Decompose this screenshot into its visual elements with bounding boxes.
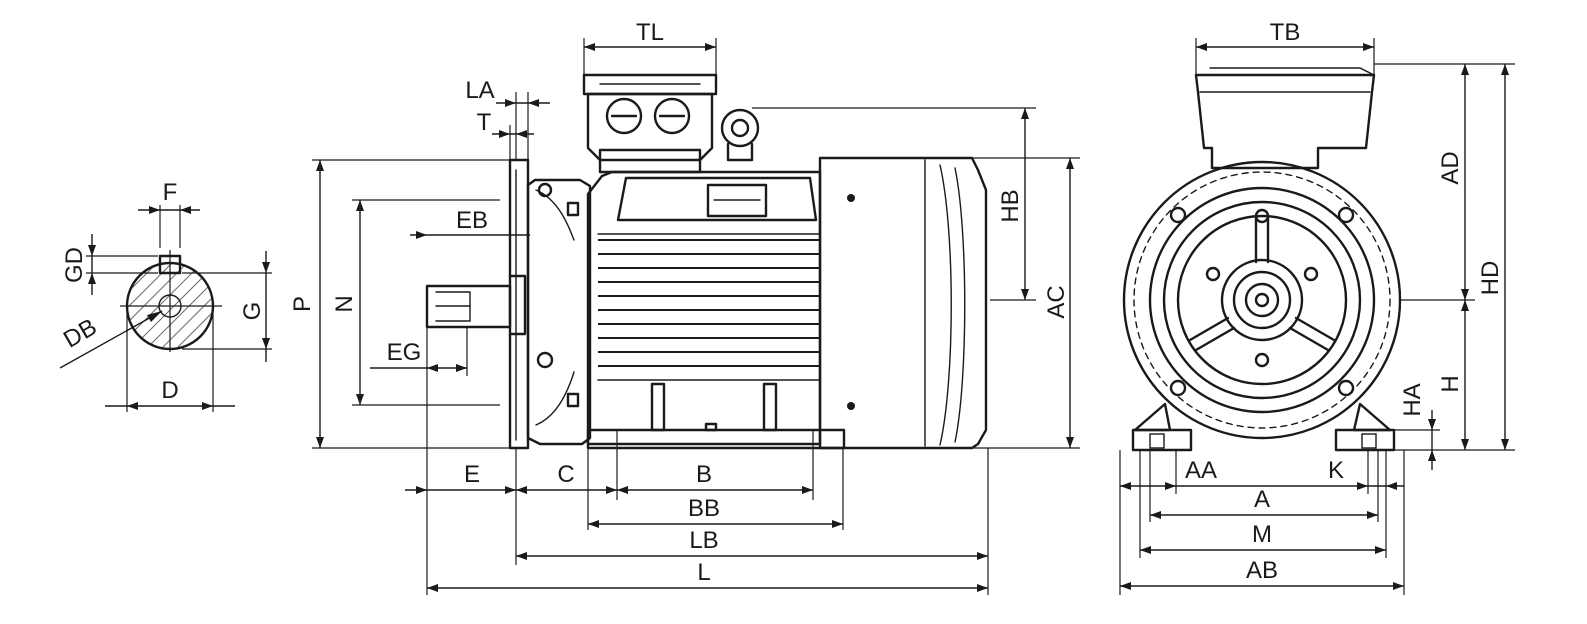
label-AD: AD xyxy=(1437,151,1464,184)
label-AB: AB xyxy=(1246,557,1278,584)
label-AA: AA xyxy=(1185,457,1217,484)
label-L: L xyxy=(697,559,710,586)
dimension-labels: F GD G DB D LA T EB P N EG E C B BB LB L… xyxy=(59,19,1504,586)
label-E: E xyxy=(464,461,480,488)
shaft-section-view xyxy=(59,205,272,412)
mounting-feet xyxy=(586,428,846,450)
label-C: C xyxy=(557,461,574,488)
label-EB: EB xyxy=(456,207,488,234)
label-F: F xyxy=(163,179,178,206)
lifting-eye xyxy=(720,108,760,148)
cable-gland-left xyxy=(605,97,643,135)
label-N: N xyxy=(331,295,358,312)
label-T: T xyxy=(477,109,492,136)
fan-cover-outer xyxy=(1122,160,1402,440)
front-foot-right xyxy=(1334,428,1396,452)
label-TL: TL xyxy=(636,19,664,46)
label-H: H xyxy=(1437,375,1464,392)
cooling-fins xyxy=(598,239,820,367)
label-TB: TB xyxy=(1270,19,1301,46)
label-HB: HB xyxy=(997,189,1024,222)
label-B: B xyxy=(696,461,712,488)
dimension-lines xyxy=(312,38,1515,595)
label-DB: DB xyxy=(59,313,101,353)
label-HA: HA xyxy=(1399,383,1426,416)
front-terminal-box xyxy=(1194,73,1376,170)
label-P: P xyxy=(289,296,316,312)
stator-frame xyxy=(586,170,822,446)
fan-cover xyxy=(818,156,988,450)
flange-face xyxy=(1148,186,1376,414)
motor-front-view xyxy=(1122,67,1402,452)
label-M: M xyxy=(1252,521,1272,548)
front-foot-left xyxy=(1131,428,1193,452)
label-A: A xyxy=(1254,486,1270,513)
label-K: K xyxy=(1328,457,1344,484)
label-HD: HD xyxy=(1477,261,1504,296)
label-LA: LA xyxy=(465,77,494,104)
cable-gland-right xyxy=(653,97,691,135)
label-GD: GD xyxy=(61,247,88,283)
end-shield xyxy=(526,178,592,446)
label-D: D xyxy=(161,377,178,404)
label-EG: EG xyxy=(387,339,422,366)
label-LB: LB xyxy=(689,527,718,554)
label-G: G xyxy=(239,302,266,321)
label-AC: AC xyxy=(1043,285,1070,318)
motor-side-view xyxy=(425,73,988,450)
label-BB: BB xyxy=(688,495,720,522)
